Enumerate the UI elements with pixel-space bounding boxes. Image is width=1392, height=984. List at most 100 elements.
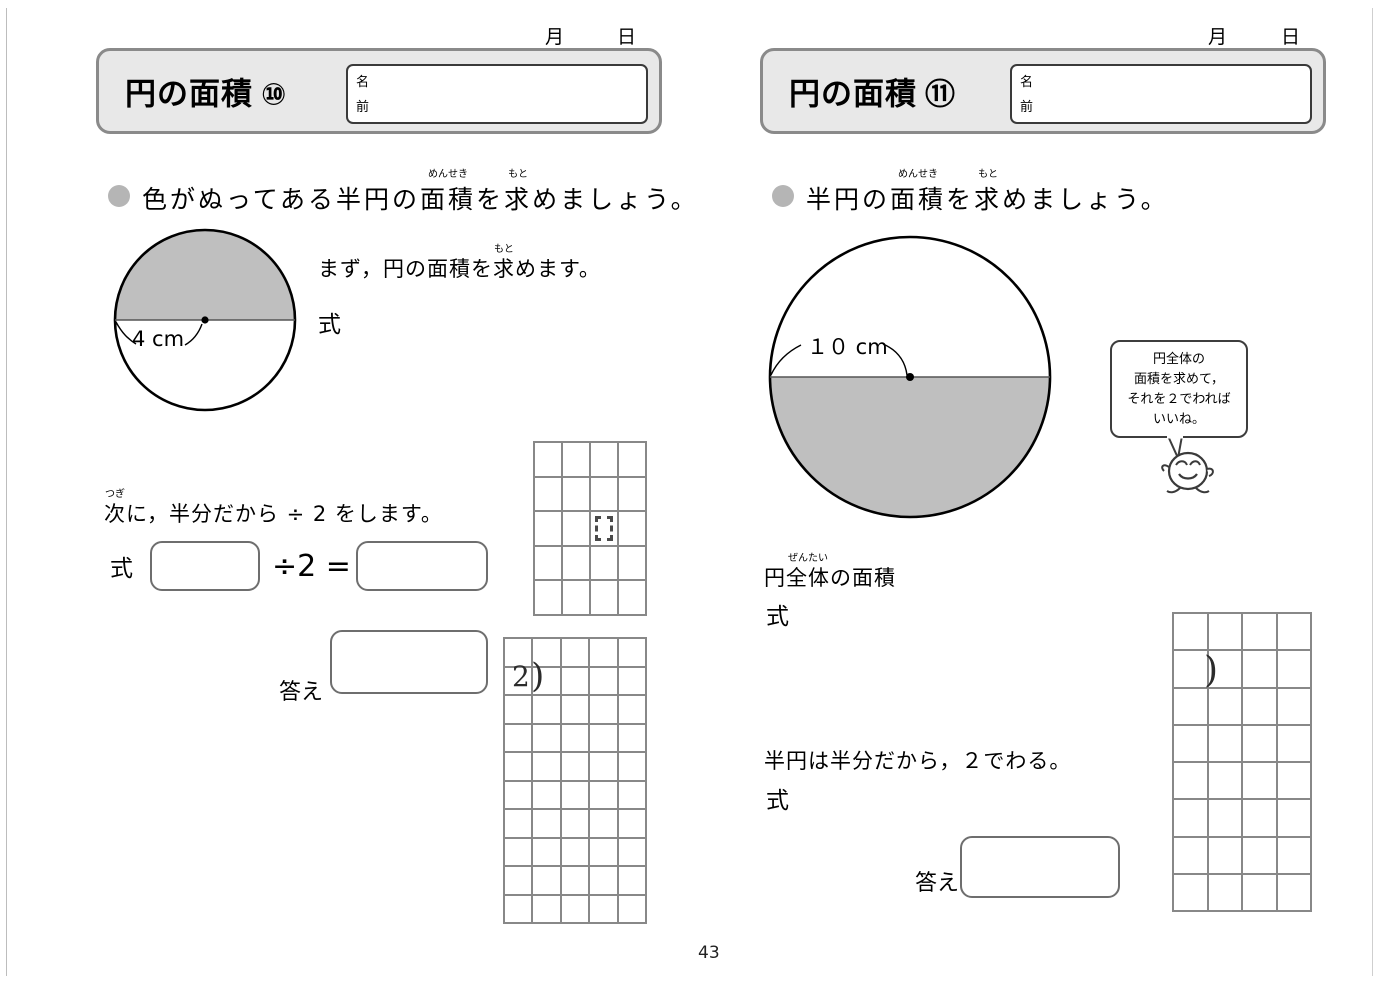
grid-cell[interactable]	[618, 753, 647, 782]
grid-cell[interactable]	[1277, 688, 1312, 726]
grid-cell[interactable]	[590, 895, 619, 924]
grid-cell[interactable]	[535, 546, 563, 582]
grid-cell[interactable]	[1243, 763, 1278, 801]
grid-cell[interactable]	[533, 867, 562, 896]
grid-cell[interactable]	[590, 696, 619, 725]
grid-cell[interactable]	[1174, 800, 1209, 838]
grid-cell[interactable]	[533, 667, 562, 696]
grid-cell[interactable]	[1208, 614, 1243, 652]
answer-input-final-right[interactable]	[960, 836, 1120, 898]
grid-cell[interactable]	[618, 639, 647, 668]
grid-paper-right[interactable]	[1172, 612, 1312, 912]
grid-cell[interactable]	[505, 724, 534, 753]
grid-cell[interactable]	[590, 724, 619, 753]
grid-cell[interactable]	[618, 895, 647, 924]
grid-cell[interactable]	[505, 753, 534, 782]
answer-input-step2-a-left[interactable]	[150, 541, 260, 591]
grid-cell[interactable]	[535, 512, 563, 547]
grid-cell[interactable]	[505, 895, 534, 924]
grid-cell[interactable]	[1277, 874, 1312, 912]
grid-cell[interactable]	[1174, 874, 1209, 912]
name-field-right[interactable]: 名 前	[1010, 64, 1312, 124]
grid-cell[interactable]	[533, 724, 562, 753]
grid-cell[interactable]	[561, 810, 591, 839]
grid-cell[interactable]	[1208, 837, 1243, 875]
grid-cell[interactable]	[1174, 651, 1209, 689]
grid-cell[interactable]	[1243, 688, 1278, 726]
grid-cell[interactable]	[561, 895, 591, 924]
grid-cell[interactable]	[590, 639, 619, 668]
grid-cell[interactable]	[590, 838, 619, 867]
grid-cell[interactable]	[1277, 837, 1312, 875]
grid-cell[interactable]	[591, 512, 619, 547]
grid-cell[interactable]	[533, 895, 562, 924]
grid-cell[interactable]	[619, 512, 647, 547]
grid-cell[interactable]	[1277, 651, 1312, 689]
grid-cell[interactable]	[533, 753, 562, 782]
grid-cell[interactable]	[1243, 651, 1278, 689]
grid-cell[interactable]	[1174, 725, 1209, 763]
grid-cell[interactable]	[505, 639, 534, 668]
grid-cell[interactable]	[563, 477, 591, 513]
grid-cell[interactable]	[590, 810, 619, 839]
grid-cell[interactable]	[1208, 763, 1243, 801]
grid-cell[interactable]	[505, 696, 534, 725]
grid-cell[interactable]	[561, 639, 591, 668]
grid-cell[interactable]	[1208, 874, 1243, 912]
answer-input-final-left[interactable]	[330, 630, 488, 694]
grid-cell[interactable]	[505, 867, 534, 896]
grid-cell[interactable]	[591, 581, 619, 616]
grid-cell[interactable]	[619, 546, 647, 582]
grid-cell[interactable]	[1243, 874, 1278, 912]
grid-cell[interactable]	[590, 753, 619, 782]
grid-cell[interactable]	[618, 696, 647, 725]
grid-cell[interactable]	[533, 810, 562, 839]
grid-cell[interactable]	[618, 867, 647, 896]
grid-cell[interactable]	[1208, 688, 1243, 726]
grid-cell[interactable]	[561, 667, 591, 696]
grid-cell[interactable]	[1174, 763, 1209, 801]
grid-cell[interactable]	[561, 781, 591, 810]
name-field-left[interactable]: 名 前	[346, 64, 648, 124]
grid-cell[interactable]	[1208, 800, 1243, 838]
grid-cell[interactable]	[535, 443, 563, 478]
grid-cell[interactable]	[535, 581, 563, 616]
grid-cell[interactable]	[590, 867, 619, 896]
grid-cell[interactable]	[505, 810, 534, 839]
grid-cell[interactable]	[619, 477, 647, 513]
grid-cell[interactable]	[563, 512, 591, 547]
grid-cell[interactable]	[618, 810, 647, 839]
grid-cell[interactable]	[563, 546, 591, 582]
grid-cell[interactable]	[1243, 800, 1278, 838]
grid-cell[interactable]	[505, 667, 534, 696]
grid-cell[interactable]	[1208, 651, 1243, 689]
grid-cell[interactable]	[618, 781, 647, 810]
grid-cell[interactable]	[591, 443, 619, 478]
grid-cell[interactable]	[1243, 837, 1278, 875]
grid-cell[interactable]	[561, 724, 591, 753]
grid-cell[interactable]	[1277, 800, 1312, 838]
grid-cell[interactable]	[561, 753, 591, 782]
grid-cell[interactable]	[591, 477, 619, 513]
grid-cell[interactable]	[618, 724, 647, 753]
grid-cell[interactable]	[1174, 614, 1209, 652]
grid-cell[interactable]	[561, 838, 591, 867]
grid-cell[interactable]	[618, 667, 647, 696]
grid-cell[interactable]	[1243, 614, 1278, 652]
grid-cell[interactable]	[1277, 614, 1312, 652]
grid-cell[interactable]	[505, 838, 534, 867]
grid-paper-upper-left[interactable]	[533, 441, 647, 616]
grid-cell[interactable]	[590, 667, 619, 696]
grid-cell[interactable]	[533, 639, 562, 668]
grid-cell[interactable]	[561, 867, 591, 896]
grid-cell[interactable]	[618, 838, 647, 867]
grid-paper-lower-left[interactable]	[503, 637, 647, 924]
grid-cell[interactable]	[561, 696, 591, 725]
grid-cell[interactable]	[590, 781, 619, 810]
grid-cell[interactable]	[1208, 725, 1243, 763]
grid-cell[interactable]	[533, 696, 562, 725]
grid-cell[interactable]	[619, 581, 647, 616]
grid-cell[interactable]	[1174, 688, 1209, 726]
grid-cell[interactable]	[533, 838, 562, 867]
grid-cell[interactable]	[505, 781, 534, 810]
